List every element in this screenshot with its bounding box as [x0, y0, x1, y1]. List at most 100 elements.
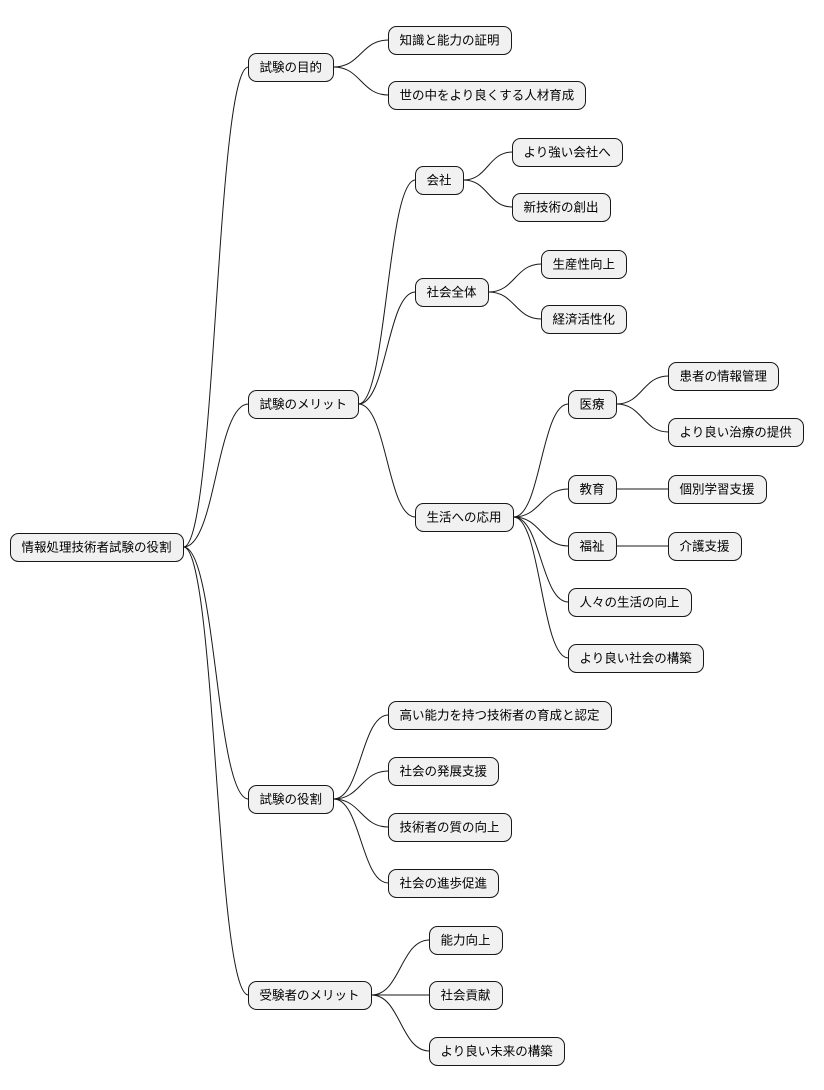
node-society-productivity: 生産性向上: [541, 250, 627, 279]
node-label: 生活への応用: [427, 510, 502, 525]
node-label: 新技術の創出: [524, 200, 599, 215]
node-box: [541, 250, 627, 279]
node-label: 生産性向上: [553, 257, 616, 272]
node-company-tech: 新技術の創出: [512, 193, 611, 222]
node-box: [429, 1037, 565, 1066]
edge-examinee-to-examinee-ability: [371, 939, 430, 996]
edge-company-to-company-strong: [463, 151, 513, 181]
node-role-quality: 技術者の質の向上: [388, 813, 512, 842]
node-box: [248, 785, 334, 814]
edge-purpose-to-purpose-people: [333, 66, 389, 96]
edge-root-to-role: [183, 546, 249, 800]
node-label: より良い未来の構築: [441, 1044, 554, 1059]
node-life-improve: 人々の生活の向上: [568, 588, 692, 617]
node-label: 医療: [580, 397, 606, 412]
node-medical-records: 患者の情報管理: [668, 362, 779, 391]
edge-life-to-medical: [513, 403, 569, 518]
node-box: [388, 701, 612, 730]
node-life: 生活への応用: [415, 503, 514, 532]
node-society-economy: 経済活性化: [541, 305, 627, 334]
node-label: 受験者のメリット: [260, 988, 360, 1003]
node-medical: 医療: [568, 390, 617, 419]
edge-purpose-to-purpose-proof: [333, 39, 389, 68]
node-box: [248, 981, 372, 1010]
edge-role-to-role-develop: [333, 770, 389, 800]
node-box: [388, 26, 512, 55]
edge-role-to-role-train: [333, 714, 389, 800]
node-label: 試験の目的: [260, 60, 323, 75]
node-life-society: より良い社会の構築: [568, 644, 704, 673]
node-box: [668, 362, 779, 391]
node-box: [568, 475, 617, 504]
node-label: より良い治療の提供: [680, 425, 792, 440]
node-box: [429, 926, 503, 955]
node-role-progress: 社会の進歩促進: [388, 869, 499, 898]
node-purpose-people: 世の中をより良くする人材育成: [388, 81, 586, 110]
node-label: 社会の進歩促進: [400, 876, 488, 891]
node-label: 高い能力を持つ技術者の育成と認定: [400, 708, 600, 723]
node-examinee-future: より良い未来の構築: [429, 1037, 565, 1066]
node-box: [388, 81, 586, 110]
edge-life-to-life-improve: [513, 516, 569, 603]
node-label: 技術者の質の向上: [400, 820, 500, 835]
edge-society-to-society-economy: [488, 291, 542, 320]
edge-root-to-merits: [183, 403, 249, 548]
node-medical-treatment: より良い治療の提供: [668, 418, 804, 447]
edge-role-to-role-quality: [333, 798, 389, 828]
node-welfare-care: 介護支援: [668, 532, 742, 561]
node-label: 経済活性化: [553, 312, 616, 327]
node-label: 患者の情報管理: [680, 369, 768, 384]
node-label: より良い社会の構築: [580, 651, 693, 666]
node-box: [388, 757, 499, 786]
node-label: より強い会社へ: [524, 145, 611, 160]
edge-life-to-education: [513, 488, 569, 518]
node-education: 教育: [568, 475, 617, 504]
edges: [183, 39, 669, 1052]
node-box: [668, 418, 804, 447]
node-box: [668, 532, 742, 561]
node-box: [415, 166, 464, 195]
edge-merits-to-company: [358, 179, 416, 405]
node-label: 試験のメリット: [260, 397, 348, 412]
node-examinee-ability: 能力向上: [429, 926, 503, 955]
node-examinee: 受験者のメリット: [248, 981, 372, 1010]
node-role: 試験の役割: [248, 785, 334, 814]
edge-merits-to-society: [358, 291, 416, 405]
node-box: [10, 533, 184, 562]
node-label: 社会の発展支援: [400, 764, 488, 779]
edge-examinee-to-examinee-future: [371, 994, 430, 1052]
node-box: [512, 138, 623, 167]
node-company: 会社: [415, 166, 464, 195]
nodes: 情報処理技術者試験の役割 試験の目的 知識と能力の証明世の中をより良くする人材育成試…: [10, 26, 804, 1066]
node-role-develop: 社会の発展支援: [388, 757, 499, 786]
node-box: [248, 390, 359, 419]
node-box: [388, 813, 512, 842]
node-purpose-proof: 知識と能力の証明: [388, 26, 512, 55]
node-label: 介護支援: [680, 539, 731, 554]
edge-life-to-life-society: [513, 516, 569, 659]
node-label: 福祉: [580, 539, 606, 554]
node-box: [568, 390, 617, 419]
node-box: [568, 532, 617, 561]
edge-society-to-society-productivity: [488, 263, 542, 293]
node-box: [415, 278, 489, 307]
node-merits: 試験のメリット: [248, 390, 359, 419]
node-education-support: 個別学習支援: [668, 475, 767, 504]
node-welfare: 福祉: [568, 532, 617, 561]
node-box: [248, 53, 334, 82]
node-society: 社会全体: [415, 278, 489, 307]
node-label: 会社: [427, 173, 452, 188]
node-label: 情報処理技術者試験の役割: [22, 540, 172, 555]
node-label: 社会全体: [427, 285, 478, 300]
node-root: 情報処理技術者試験の役割: [10, 533, 184, 562]
node-purpose: 試験の目的: [248, 53, 334, 82]
edge-medical-to-medical-records: [616, 375, 669, 405]
node-label: 能力向上: [441, 933, 491, 948]
node-label: 試験の役割: [260, 792, 323, 807]
node-label: 世の中をより良くする人材育成: [400, 88, 575, 103]
node-box: [512, 193, 611, 222]
edge-role-to-role-progress: [333, 798, 389, 884]
node-box: [568, 644, 704, 673]
node-label: 人々の生活の向上: [580, 595, 680, 610]
